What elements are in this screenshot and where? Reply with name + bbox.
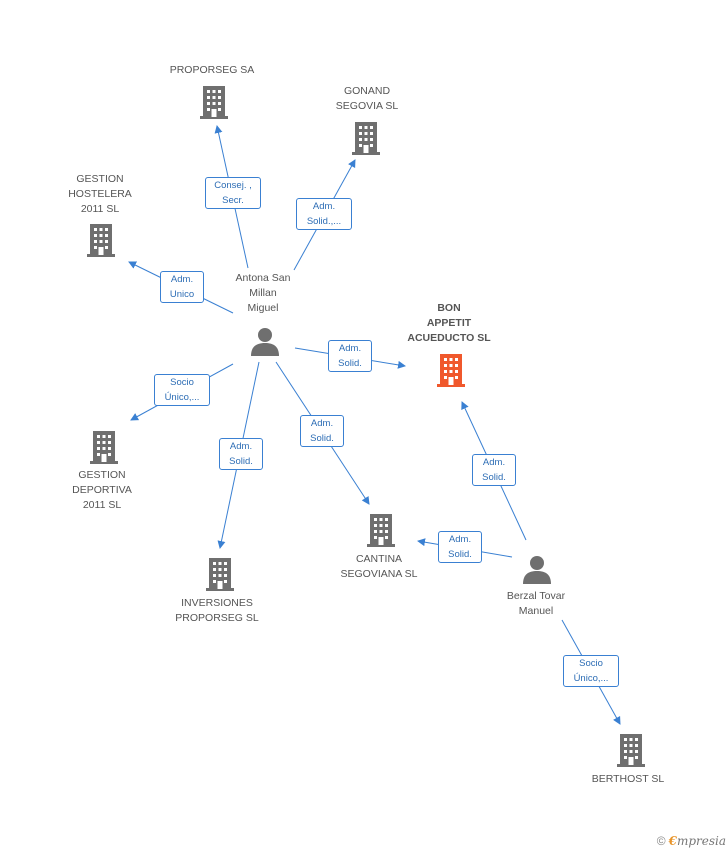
relation-box-adm-solid-cantina[interactable]: Adm. Solid. <box>300 415 344 447</box>
building-icon[interactable] <box>616 733 646 767</box>
brand-logo: €mpresia <box>668 834 726 848</box>
node-label-inversiones[interactable]: INVERSIONES PROPORSEG SL <box>175 597 259 624</box>
person-icon[interactable] <box>522 555 552 585</box>
relation-box-adm-solid-berzal-cantina[interactable]: Adm. Solid. <box>438 531 482 563</box>
building-icon[interactable] <box>436 353 466 387</box>
relation-box-socio-unico-berthost[interactable]: Socio Único,... <box>563 655 619 687</box>
empresia-watermark: © €mpresia <box>657 834 726 848</box>
node-label-berzal[interactable]: Berzal Tovar Manuel <box>506 590 566 617</box>
node-label-gestion-deportiva[interactable]: GESTION DEPORTIVA 2011 SL <box>72 469 132 511</box>
building-icon[interactable] <box>205 557 235 591</box>
relation-box-consej[interactable]: Consej. , Secr. <box>205 177 261 209</box>
building-icon[interactable] <box>199 85 229 119</box>
copyright-symbol: © <box>656 834 666 848</box>
node-label-berthost[interactable]: BERTHOST SL <box>591 773 665 785</box>
building-icon[interactable] <box>351 121 381 155</box>
node-label-bon-appetit[interactable]: BON APPETIT ACUEDUCTO SL <box>407 302 491 344</box>
node-label-gestion-hostelera[interactable]: GESTION HOSTELERA 2011 SL <box>68 173 132 215</box>
node-label-proporseg[interactable]: PROPORSEG SA <box>169 64 255 76</box>
person-icon[interactable] <box>250 327 280 357</box>
relation-box-socio-unico-gd[interactable]: Socio Único,... <box>154 374 210 406</box>
building-icon[interactable] <box>366 513 396 547</box>
relation-box-adm-solid-gonand[interactable]: Adm. Solid.,... <box>296 198 352 230</box>
relation-box-adm-solid-bon[interactable]: Adm. Solid. <box>328 340 372 372</box>
node-label-cantina[interactable]: CANTINA SEGOVIANA SL <box>340 553 418 580</box>
relation-box-adm-solid-berzal-bon[interactable]: Adm. Solid. <box>472 454 516 486</box>
node-label-antona[interactable]: Antona San Millan Miguel <box>235 272 291 314</box>
node-label-gonand[interactable]: GONAND SEGOVIA SL <box>335 85 399 112</box>
relation-box-adm-unico[interactable]: Adm. Unico <box>160 271 204 303</box>
building-icon[interactable] <box>86 223 116 257</box>
relation-box-adm-solid-inv[interactable]: Adm. Solid. <box>219 438 263 470</box>
building-icon[interactable] <box>89 430 119 464</box>
